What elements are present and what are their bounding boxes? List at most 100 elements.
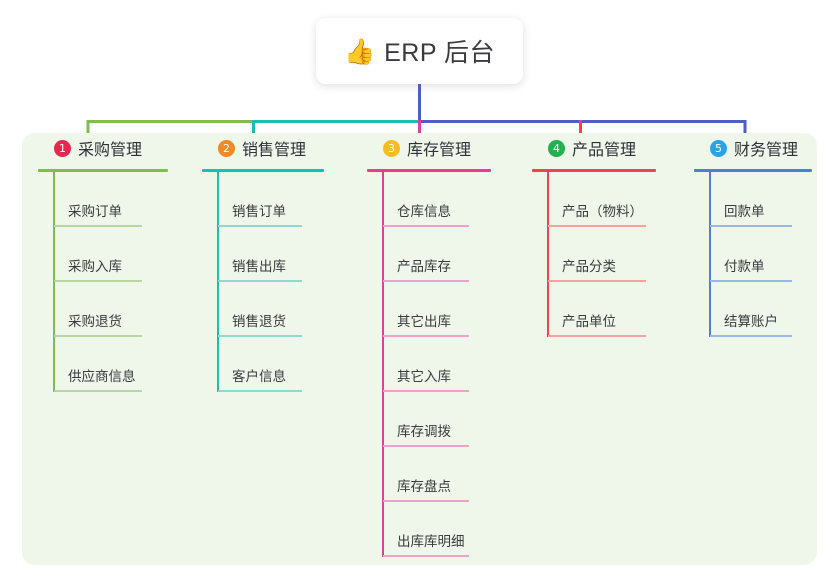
branch-title: 销售管理 <box>242 142 307 159</box>
leaf-item[interactable]: 库存调拨 <box>383 392 527 447</box>
branch-badge: 5 <box>710 139 727 157</box>
leaf-label: 其它出库 <box>397 314 451 330</box>
leaf-rule <box>548 335 646 337</box>
branch-title: 采购管理 <box>78 142 143 159</box>
leaf-item[interactable]: 销售订单 <box>218 172 352 227</box>
leaf-rule <box>710 225 792 227</box>
branch-header[interactable]: 5 财务管理 <box>694 133 824 163</box>
branch-column: 2 销售管理销售订单销售出库销售退货客户信息 <box>202 133 352 392</box>
leaf-spine <box>709 172 711 337</box>
leaf-label: 其它入库 <box>397 369 451 385</box>
leaf-rule <box>54 335 142 337</box>
branch-rule <box>694 169 812 172</box>
leaf-label: 库存盘点 <box>397 479 451 495</box>
leaf-spine <box>547 172 549 337</box>
leaf-item[interactable]: 其它入库 <box>383 337 527 392</box>
leaf-list: 采购订单采购入库采购退货供应商信息 <box>38 172 188 392</box>
leaf-label: 产品（物料） <box>562 204 643 220</box>
leaf-list: 销售订单销售出库销售退货客户信息 <box>202 172 352 392</box>
leaf-item[interactable]: 付款单 <box>710 227 824 282</box>
leaf-rule <box>383 225 469 227</box>
leaf-item[interactable]: 采购退货 <box>54 282 188 337</box>
leaf-item[interactable]: 销售出库 <box>218 227 352 282</box>
leaf-label: 出库库明细 <box>397 534 465 550</box>
branch-rule <box>532 169 656 172</box>
branch-badge: 1 <box>54 139 71 157</box>
leaf-item[interactable]: 仓库信息 <box>383 172 527 227</box>
leaf-rule <box>710 335 792 337</box>
leaf-rule <box>548 225 646 227</box>
leaf-item[interactable]: 销售退货 <box>218 282 352 337</box>
leaf-item[interactable]: 产品（物料） <box>548 172 697 227</box>
branch-column: 1 采购管理采购订单采购入库采购退货供应商信息 <box>38 133 188 392</box>
leaf-rule <box>548 280 646 282</box>
thumbs-up-icon: 👍 <box>343 36 376 66</box>
leaf-rule <box>54 280 142 282</box>
leaf-spine <box>53 172 55 392</box>
branch-rule <box>38 169 168 172</box>
leaf-item[interactable]: 其它出库 <box>383 282 527 337</box>
leaf-item[interactable]: 库存盘点 <box>383 447 527 502</box>
leaf-label: 采购订单 <box>68 204 122 220</box>
leaf-item[interactable]: 采购订单 <box>54 172 188 227</box>
leaf-rule <box>54 390 142 392</box>
leaf-rule <box>383 280 469 282</box>
leaf-label: 库存调拨 <box>397 424 451 440</box>
leaf-label: 付款单 <box>724 259 765 275</box>
leaf-label: 回款单 <box>724 204 765 220</box>
leaf-label: 销售出库 <box>232 259 286 275</box>
leaf-rule <box>383 500 469 502</box>
leaf-spine <box>382 172 384 557</box>
leaf-item[interactable]: 结算账户 <box>710 282 824 337</box>
branch-badge: 4 <box>548 139 565 157</box>
branch-rule <box>367 169 491 172</box>
leaf-rule <box>383 555 469 557</box>
leaf-label: 销售订单 <box>232 204 286 220</box>
branch-columns: 1 采购管理采购订单采购入库采购退货供应商信息 2 销售管理销售订单销售出库销售退货客… <box>22 133 817 565</box>
branch-header[interactable]: 3 库存管理 <box>367 133 527 163</box>
branch-title: 产品管理 <box>572 142 637 159</box>
leaf-list: 回款单付款单结算账户 <box>694 172 824 337</box>
branch-badge: 3 <box>383 139 400 157</box>
leaf-item[interactable]: 产品分类 <box>548 227 697 282</box>
root-node[interactable]: 👍 ERP 后台 <box>316 18 523 84</box>
leaf-rule <box>710 280 792 282</box>
leaf-label: 产品分类 <box>562 259 616 275</box>
leaf-rule <box>54 225 142 227</box>
leaf-list: 仓库信息产品库存其它出库其它入库库存调拨库存盘点出库库明细 <box>367 172 527 557</box>
leaf-item[interactable]: 客户信息 <box>218 337 352 392</box>
branch-badge: 2 <box>218 139 235 157</box>
leaf-item[interactable]: 回款单 <box>710 172 824 227</box>
leaf-rule <box>383 445 469 447</box>
leaf-rule <box>218 390 302 392</box>
root-title: ERP 后台 <box>384 39 496 67</box>
leaf-item[interactable]: 供应商信息 <box>54 337 188 392</box>
branch-column: 5 财务管理回款单付款单结算账户 <box>694 133 824 337</box>
leaf-rule <box>218 335 302 337</box>
leaf-rule <box>218 280 302 282</box>
branch-header[interactable]: 4 产品管理 <box>532 133 697 163</box>
leaf-item[interactable]: 采购入库 <box>54 227 188 282</box>
branch-column: 3 库存管理仓库信息产品库存其它出库其它入库库存调拨库存盘点出库库明细 <box>367 133 527 557</box>
leaf-label: 结算账户 <box>724 314 778 330</box>
leaf-label: 仓库信息 <box>397 204 451 220</box>
leaf-label: 产品库存 <box>397 259 451 275</box>
leaf-item[interactable]: 出库库明细 <box>383 502 527 557</box>
branch-title: 库存管理 <box>407 142 472 159</box>
leaf-label: 采购退货 <box>68 314 122 330</box>
branch-column: 4 产品管理产品（物料） 产品分类产品单位 <box>532 133 697 337</box>
leaf-list: 产品（物料） 产品分类产品单位 <box>532 172 697 337</box>
branch-header[interactable]: 2 销售管理 <box>202 133 352 163</box>
branch-title: 财务管理 <box>734 142 799 159</box>
leaf-item[interactable]: 产品库存 <box>383 227 527 282</box>
branch-header[interactable]: 1 采购管理 <box>38 133 188 163</box>
leaf-rule <box>383 390 469 392</box>
leaf-label: 客户信息 <box>232 369 286 385</box>
leaf-label: 采购入库 <box>68 259 122 275</box>
branch-rule <box>202 169 324 172</box>
leaf-rule <box>218 225 302 227</box>
branch-panel: 1 采购管理采购订单采购入库采购退货供应商信息 2 销售管理销售订单销售出库销售退货客… <box>22 133 817 565</box>
leaf-label: 产品单位 <box>562 314 616 330</box>
leaf-spine <box>217 172 219 392</box>
leaf-item[interactable]: 产品单位 <box>548 282 697 337</box>
